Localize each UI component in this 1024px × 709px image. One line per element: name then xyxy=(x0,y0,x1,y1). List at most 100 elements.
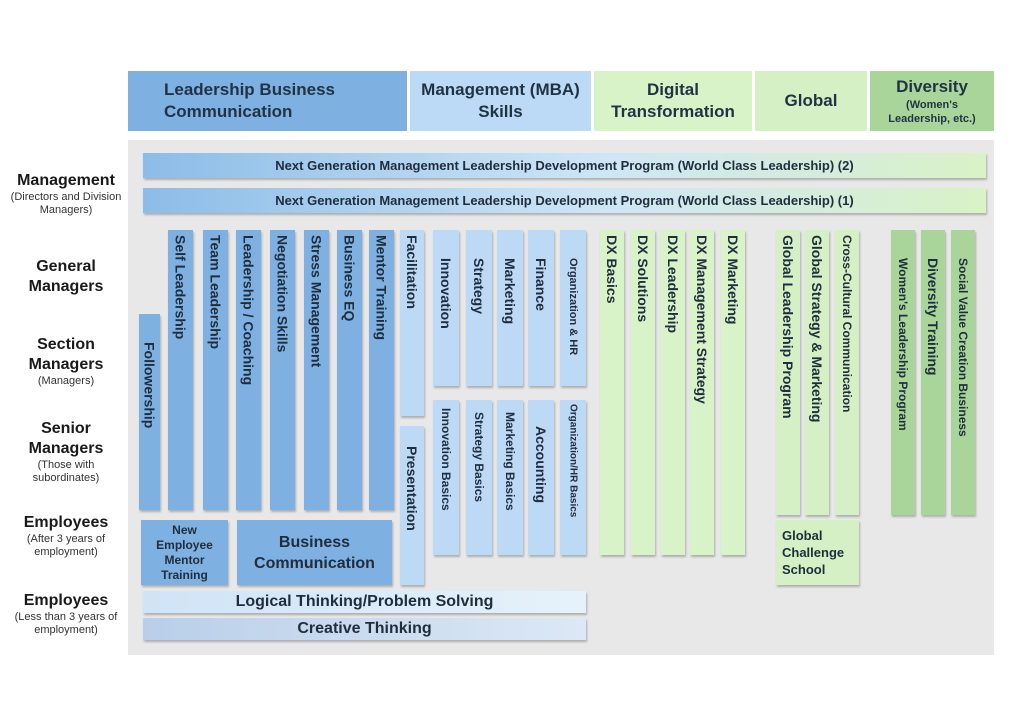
row-label-subtitle: (Managers) xyxy=(37,375,95,387)
course-leadership-coaching: Leadership / Coaching xyxy=(236,230,261,510)
course-label: Marketing xyxy=(502,258,518,325)
row-label-management: Management (Directors and Division Manag… xyxy=(4,171,128,217)
course-label: Diversity Training xyxy=(925,258,941,376)
header-digital-transformation: Digital Transformation xyxy=(594,71,752,131)
course-stress-management: Stress Management xyxy=(304,230,329,510)
row-label-title: General Managers xyxy=(28,258,104,295)
course-global-leadership-program: Global Leadership Program xyxy=(776,230,800,515)
course-label: Women's Leadership Program xyxy=(896,258,910,431)
course-label: Stress Management xyxy=(308,235,325,368)
course-label: Business Communication xyxy=(254,533,375,572)
course-self-leadership: Self Leadership xyxy=(168,230,193,510)
header-leadership-business-communication: Leadership Business Communication xyxy=(128,71,407,131)
course-label: Business EQ xyxy=(341,235,358,322)
course-label: Finance xyxy=(533,258,549,311)
course-label: Global Leadership Program xyxy=(780,235,796,419)
course-label: Global Strategy & Marketing xyxy=(809,235,825,423)
course-dx-basics: DX Basics xyxy=(600,230,624,555)
course-marketing-basics: Marketing Basics xyxy=(497,400,523,555)
course-negotiation-skills: Negotiation Skills xyxy=(270,230,295,510)
course-label: Strategy xyxy=(471,258,487,315)
row-label-subtitle: (Directors and Division Managers) xyxy=(10,191,122,216)
course-label: DX Basics xyxy=(604,235,620,304)
course-social-value-creation-business: Social Value Creation Business xyxy=(951,230,975,515)
course-strategy-basics: Strategy Basics xyxy=(466,400,492,555)
course-label: Creative Thinking xyxy=(297,620,432,637)
course-label: Accounting xyxy=(533,426,549,503)
row-label-subtitle: (Those with subordinates) xyxy=(32,459,100,484)
course-label: Self Leadership xyxy=(172,235,189,340)
course-innovation: Innovation xyxy=(433,230,459,386)
row-label-subtitle: (Less than 3 years of employment) xyxy=(14,611,118,636)
row-label-title: Employees xyxy=(23,514,109,531)
header-label: Management (MBA) Skills xyxy=(421,80,580,121)
row-label-employees-less-than-3-years: Employees (Less than 3 years of employme… xyxy=(4,591,128,637)
course-label: Negotiation Skills xyxy=(274,235,291,353)
course-global-strategy-marketing: Global Strategy & Marketing xyxy=(805,230,829,515)
row-label-title: Management xyxy=(17,172,115,189)
course-strategy: Strategy xyxy=(466,230,492,386)
header-diversity: Diversity (Women's Leadership, etc.) xyxy=(870,71,994,131)
course-label: Organization & HR xyxy=(567,258,579,356)
course-label: DX Leadership xyxy=(665,235,681,334)
course-label: Organization/HR Basics xyxy=(567,404,579,518)
header-label: Digital Transformation xyxy=(611,80,735,121)
row-label-section-managers: Section Managers (Managers) xyxy=(4,335,128,388)
course-new-employee-mentor-training: New Employee Mentor Training xyxy=(141,520,228,585)
row-label-employees-after-3-years: Employees (After 3 years of employment) xyxy=(4,513,128,559)
header-label: Global xyxy=(784,91,838,110)
course-label: Global Challenge School xyxy=(782,528,845,577)
row-label-senior-managers: Senior Managers (Those with subordinates… xyxy=(4,419,128,485)
row-label-title: Senior Managers xyxy=(28,420,104,457)
course-dx-solutions: DX Solutions xyxy=(631,230,655,555)
course-organization-hr-basics: Organization/HR Basics xyxy=(560,400,586,555)
course-label: New Employee Mentor Training xyxy=(156,522,213,582)
course-dx-marketing: DX Marketing xyxy=(721,230,745,555)
course-label: Presentation xyxy=(404,446,420,531)
header-global: Global xyxy=(755,71,867,131)
course-label: Team Leadership xyxy=(207,235,224,350)
course-label: Innovation xyxy=(438,258,454,329)
row-label-subtitle: (After 3 years of employment) xyxy=(26,533,106,558)
course-finance: Finance xyxy=(528,230,554,386)
course-business-communication: Business Communication xyxy=(237,520,392,585)
course-label: DX Solutions xyxy=(635,235,651,323)
course-label: Marketing Basics xyxy=(503,412,517,511)
management-program-1: Next Generation Management Leadership De… xyxy=(143,188,986,213)
course-presentation: Presentation xyxy=(400,426,424,585)
management-program-2: Next Generation Management Leadership De… xyxy=(143,153,986,178)
course-dx-leadership: DX Leadership xyxy=(661,230,685,555)
course-label: Cross-Cultural Communication xyxy=(840,235,854,413)
course-cross-cultural-communication: Cross-Cultural Communication xyxy=(835,230,859,515)
course-mentor-training: Mentor Training xyxy=(369,230,394,510)
course-followership: Followership xyxy=(139,314,160,510)
course-business-eq: Business EQ xyxy=(337,230,362,510)
course-label: Innovation Basics xyxy=(439,408,453,511)
course-logical-thinking-problem-solving: Logical Thinking/Problem Solving xyxy=(143,591,586,613)
course-womens-leadership-program: Women's Leadership Program xyxy=(891,230,915,515)
course-label: Social Value Creation Business xyxy=(956,258,970,437)
management-program-label: Next Generation Management Leadership De… xyxy=(275,193,854,208)
header-management-mba-skills: Management (MBA) Skills xyxy=(410,71,591,131)
row-label-general-managers: General Managers xyxy=(4,257,128,297)
course-label: Followership xyxy=(141,342,158,429)
course-organization-hr: Organization & HR xyxy=(560,230,586,386)
header-label: Diversity xyxy=(896,77,968,96)
course-label: DX Management Strategy xyxy=(694,235,710,404)
course-creative-thinking: Creative Thinking xyxy=(143,618,586,640)
course-team-leadership: Team Leadership xyxy=(203,230,228,510)
header-sublabel: (Women's Leadership, etc.) xyxy=(888,99,976,125)
course-label: Strategy Basics xyxy=(472,412,486,503)
course-facilitation: Facilitation xyxy=(400,230,424,416)
course-marketing: Marketing xyxy=(497,230,523,386)
course-innovation-basics: Innovation Basics xyxy=(433,400,459,555)
course-label: Leadership / Coaching xyxy=(240,235,257,386)
course-label: DX Marketing xyxy=(725,235,741,325)
management-program-label: Next Generation Management Leadership De… xyxy=(275,158,854,173)
course-global-challenge-school: Global Challenge School xyxy=(776,520,859,585)
course-label: Facilitation xyxy=(404,235,420,309)
course-label: Logical Thinking/Problem Solving xyxy=(235,593,494,610)
course-diversity-training: Diversity Training xyxy=(921,230,945,515)
course-label: Mentor Training xyxy=(373,235,390,340)
header-label: Leadership Business Communication xyxy=(164,80,336,121)
